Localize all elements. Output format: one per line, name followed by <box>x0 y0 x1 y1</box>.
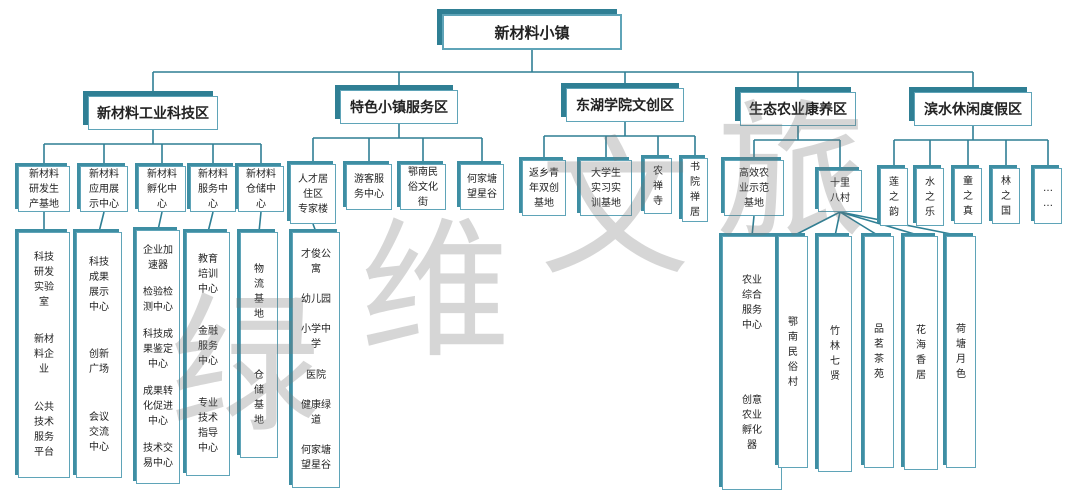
sub-node: 新材料 应用展 示中心 <box>80 166 128 212</box>
sub-node: 童 之 真 <box>954 168 982 224</box>
detail-item: 会议 交流 中心 <box>89 411 109 453</box>
detail-item: 教育 培训 中心 <box>198 254 218 296</box>
detail-column: 科技 成果 展示 中心 创新 广场 会议 交流 中心 <box>76 232 122 478</box>
detail-column: 物 流 基 地 仓 储 基 地 <box>240 232 278 458</box>
detail-item: 科技 成果 展示 中心 <box>89 257 109 314</box>
detail-item: 新材 料企 业 <box>34 334 54 376</box>
detail-item: 荷 塘 月 色 <box>956 324 966 380</box>
detail-item: 鄂 南 民 俗 村 <box>788 316 798 388</box>
detail-column: 荷 塘 月 色 <box>946 236 976 468</box>
detail-item: 创意 农业 孵化 器 <box>742 395 762 451</box>
detail-item: 才俊公 寓 <box>301 248 331 275</box>
detail-item: 物 流 基 地 <box>254 264 264 320</box>
detail-item: 科技成 果鉴定 中心 <box>143 329 173 370</box>
detail-item: 何家塘 望星谷 <box>301 445 331 472</box>
detail-item: 仓 储 基 地 <box>254 370 264 426</box>
sub-node: 新材料 孵化中 心 <box>138 166 186 212</box>
sub-node: 书 院 禅 居 <box>682 158 708 222</box>
detail-item: 创新 广场 <box>89 349 109 376</box>
sub-node: 水 之 乐 <box>916 168 944 226</box>
sub-node: 高效农 业示范 基地 <box>724 160 784 216</box>
detail-item: 成果转 化促进 中心 <box>143 386 173 427</box>
sub-node: 人才居 住区 专家楼 <box>290 164 336 224</box>
detail-item: 农业 综合 服务 中心 <box>742 275 762 331</box>
root-node: 新材料小镇 <box>442 14 622 50</box>
sub-node: 十里 八村 <box>818 170 862 212</box>
detail-item: 科技 研发 实验 室 <box>34 252 54 309</box>
sub-node: 返乡青 年双创 基地 <box>522 160 566 216</box>
zone-node: 新材料工业科技区 <box>88 96 218 130</box>
detail-column: 竹 林 七 贤 <box>818 236 852 472</box>
detail-item: 金融 服务 中心 <box>198 325 218 367</box>
detail-item: 医院 <box>306 369 326 381</box>
sub-node: 游客服 务中心 <box>346 164 392 210</box>
sub-node: 新材料 仓储中 心 <box>238 166 284 212</box>
detail-item: 公共 技术 服务 平台 <box>34 401 54 458</box>
sub-node: 农 禅 寺 <box>644 158 672 214</box>
sub-node: 何家塘 望星谷 <box>460 164 504 210</box>
detail-item: 专业 技术 指导 中心 <box>198 397 218 454</box>
detail-item: 小学中 学 <box>301 324 331 351</box>
detail-column: 花 海 香 居 <box>904 236 938 470</box>
detail-column: 教育 培训 中心 金融 服务 中心 专业 技术 指导 中心 <box>186 232 230 476</box>
detail-column: 企业加 速器 检验检 测中心 科技成 果鉴定 中心 成果转 化促进 中心 技术交… <box>136 230 180 484</box>
sub-node: 新材料 研发生 产基地 <box>18 166 70 212</box>
detail-item: 健康绿 道 <box>301 399 331 426</box>
zone-node: 东湖学院文创区 <box>566 88 684 122</box>
sub-node: … … <box>1034 168 1062 224</box>
sub-node: 鄂南民 俗文化 街 <box>400 164 446 210</box>
detail-column: 品 茗 茶 苑 <box>864 236 894 468</box>
detail-item: 花 海 香 居 <box>916 325 926 381</box>
detail-item: 技术交 易中心 <box>143 443 173 469</box>
sub-node: 莲 之 韵 <box>880 168 908 226</box>
detail-item: 品 茗 茶 苑 <box>874 324 884 380</box>
sub-node: 大学生 实习实 训基地 <box>580 160 632 216</box>
detail-item: 检验检 测中心 <box>143 287 173 313</box>
detail-item: 企业加 速器 <box>143 245 173 271</box>
detail-item: 幼儿园 <box>301 293 331 305</box>
zone-node: 滨水休闲度假区 <box>914 92 1032 126</box>
detail-column: 鄂 南 民 俗 村 <box>778 236 808 468</box>
detail-item: 竹 林 七 贤 <box>830 326 840 382</box>
zone-node: 生态农业康养区 <box>740 92 856 126</box>
detail-column: 农业 综合 服务 中心 创意 农业 孵化 器 <box>722 236 782 490</box>
zone-node: 特色小镇服务区 <box>340 90 458 124</box>
detail-column: 科技 研发 实验 室 新材 料企 业 公共 技术 服务 平台 <box>18 232 70 478</box>
sub-node: 林 之 国 <box>992 168 1020 224</box>
detail-column: 才俊公 寓 幼儿园 小学中 学 医院 健康绿 道 何家塘 望星谷 <box>292 232 340 488</box>
sub-node: 新材料 服务中 心 <box>190 166 236 212</box>
